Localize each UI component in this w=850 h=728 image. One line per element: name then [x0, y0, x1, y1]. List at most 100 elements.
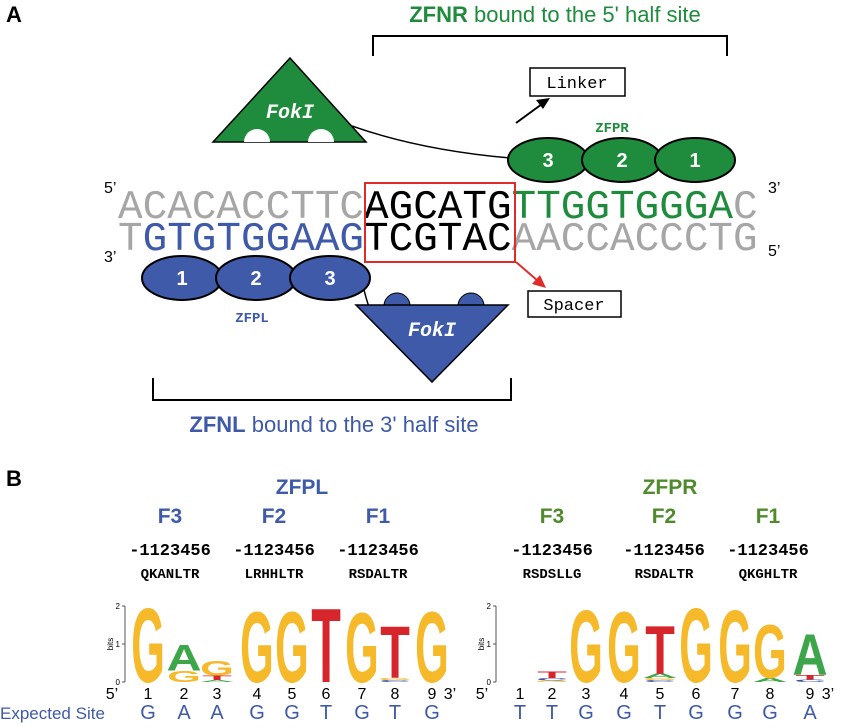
- y-tick-label: 1: [487, 640, 492, 649]
- logo-letter-G: G: [569, 589, 603, 704]
- zfpl-label: ZFPL: [235, 311, 269, 327]
- finger-number: 3: [542, 150, 553, 172]
- spacer-arrowhead-icon: [532, 275, 546, 288]
- logo-letter-G: G: [607, 590, 641, 704]
- finger-ellipse: [654, 137, 736, 183]
- logo-letter-G: G: [131, 588, 165, 706]
- position-number: 4: [620, 686, 629, 703]
- logo-letter-A: A: [792, 624, 827, 688]
- zfnl-bracket: [152, 378, 512, 401]
- position-number: 3: [213, 686, 222, 703]
- panel-b-label: B: [6, 466, 22, 491]
- logo-letter-A: A: [752, 677, 787, 683]
- bottom-5prime: 5’: [768, 243, 780, 260]
- expected-base: A: [803, 702, 817, 724]
- finger-positions: -1123456: [129, 542, 211, 561]
- logo-letter-C: C: [644, 680, 675, 683]
- logo-letter-G: G: [753, 610, 787, 695]
- finger-number: 2: [616, 150, 627, 172]
- finger-positions: -1123456: [233, 542, 315, 561]
- zinc-finger: 3: [289, 255, 371, 301]
- expected-base: G: [140, 702, 156, 724]
- linker-arrowhead-icon: [536, 98, 550, 109]
- zinc-finger: 2: [215, 255, 297, 301]
- expected-base: G: [249, 702, 265, 724]
- expected-base: G: [616, 702, 632, 724]
- logo-letter-G: G: [200, 657, 234, 681]
- bottom-3prime: 3’: [104, 249, 116, 266]
- position-number: 3: [582, 686, 591, 703]
- position-number: 1: [144, 686, 153, 703]
- top-5prime: 5’: [104, 180, 116, 197]
- expected-base: T: [654, 702, 666, 724]
- logo-letter-C: C: [379, 680, 410, 683]
- spacer-label-box: [527, 290, 622, 318]
- finger-ellipse: [289, 255, 371, 301]
- finger-positions: -1123456: [727, 542, 809, 561]
- linker-curve-top: [351, 125, 511, 159]
- finger-tables: ZFPLF3-1123456QKANLTRF2-1123456LRHHLTRF1…: [129, 476, 809, 583]
- panel-a-label: A: [6, 2, 22, 27]
- expected-base: T: [389, 702, 401, 724]
- finger-name: F3: [158, 505, 183, 528]
- finger-sequence: RSDALTR: [349, 567, 408, 583]
- y-tick-label: 2: [487, 602, 492, 611]
- foki-top-label: FokI: [266, 102, 315, 125]
- position-number: 7: [731, 686, 740, 703]
- logo-letter-G: G: [718, 589, 752, 704]
- finger-name: F2: [262, 505, 287, 528]
- logo-letter-T: T: [380, 612, 410, 695]
- zfnl-title-rest: bound to the 3' half site: [246, 412, 479, 437]
- logo-zfpr: 012bits1TGCT2TG3GG4GCGAT5TG6GG7GAG8GCTA9…: [476, 588, 834, 724]
- top-strand-left: ACACACCTTC: [118, 185, 364, 231]
- zinc-finger: 1: [141, 255, 223, 301]
- top-3prime: 3’: [768, 180, 780, 197]
- finger-sequence: RSDSLLG: [523, 567, 582, 583]
- position-number: 1: [516, 686, 525, 703]
- finger-number: 2: [250, 268, 261, 290]
- zfnr-title-bold: ZFNR: [409, 2, 468, 27]
- finger-sequence: QKANLTR: [141, 567, 200, 583]
- logo-letter-T: T: [537, 670, 567, 681]
- linker-arrow: [515, 103, 543, 124]
- finger-sequence: LRHHLTR: [245, 567, 304, 583]
- finger-sequence: QKGHLTR: [739, 567, 798, 583]
- finger-name: F2: [652, 505, 677, 528]
- position-number: 2: [180, 686, 189, 703]
- logo-letter-T: T: [795, 674, 825, 681]
- expected-base: G: [727, 702, 743, 724]
- y-axis-label: bits: [477, 638, 486, 650]
- expected-site-label: Expected Site: [0, 704, 105, 723]
- expected-base: T: [546, 702, 558, 724]
- zinc-finger: 3: [507, 137, 589, 183]
- logo-letter-G: G: [679, 588, 713, 706]
- y-tick-label: 1: [116, 640, 121, 649]
- finger-positions: -1123456: [337, 542, 419, 561]
- top-strand-end: C: [733, 185, 758, 231]
- position-number: 6: [322, 686, 331, 703]
- foki-top-notch: [308, 129, 334, 142]
- top-strand-spacer: AGCATG: [364, 185, 512, 231]
- logo-letter-G: G: [378, 678, 412, 681]
- position-number: 2: [548, 686, 557, 703]
- three-prime-label: 3’: [444, 686, 456, 703]
- zinc-finger: 2: [581, 137, 663, 183]
- logo-letter-G: G: [275, 590, 309, 704]
- finger-name: F1: [756, 505, 781, 528]
- logo-letter-A: A: [642, 673, 677, 680]
- spacer-label: Spacer: [543, 297, 604, 316]
- expected-base: T: [320, 702, 332, 724]
- finger-positions: -1123456: [623, 542, 705, 561]
- logo-letter-G: G: [240, 590, 274, 704]
- position-number: 8: [391, 686, 400, 703]
- expected-base: G: [578, 702, 594, 724]
- expected-base: T: [514, 702, 526, 724]
- position-number: 8: [766, 686, 775, 703]
- foki-bottom-label: FokI: [408, 320, 457, 343]
- logo-letter-T: T: [202, 675, 232, 682]
- finger-number: 3: [324, 268, 335, 290]
- bottom-strand-spacer: TCGTAC: [364, 217, 512, 263]
- position-number: 4: [253, 686, 262, 703]
